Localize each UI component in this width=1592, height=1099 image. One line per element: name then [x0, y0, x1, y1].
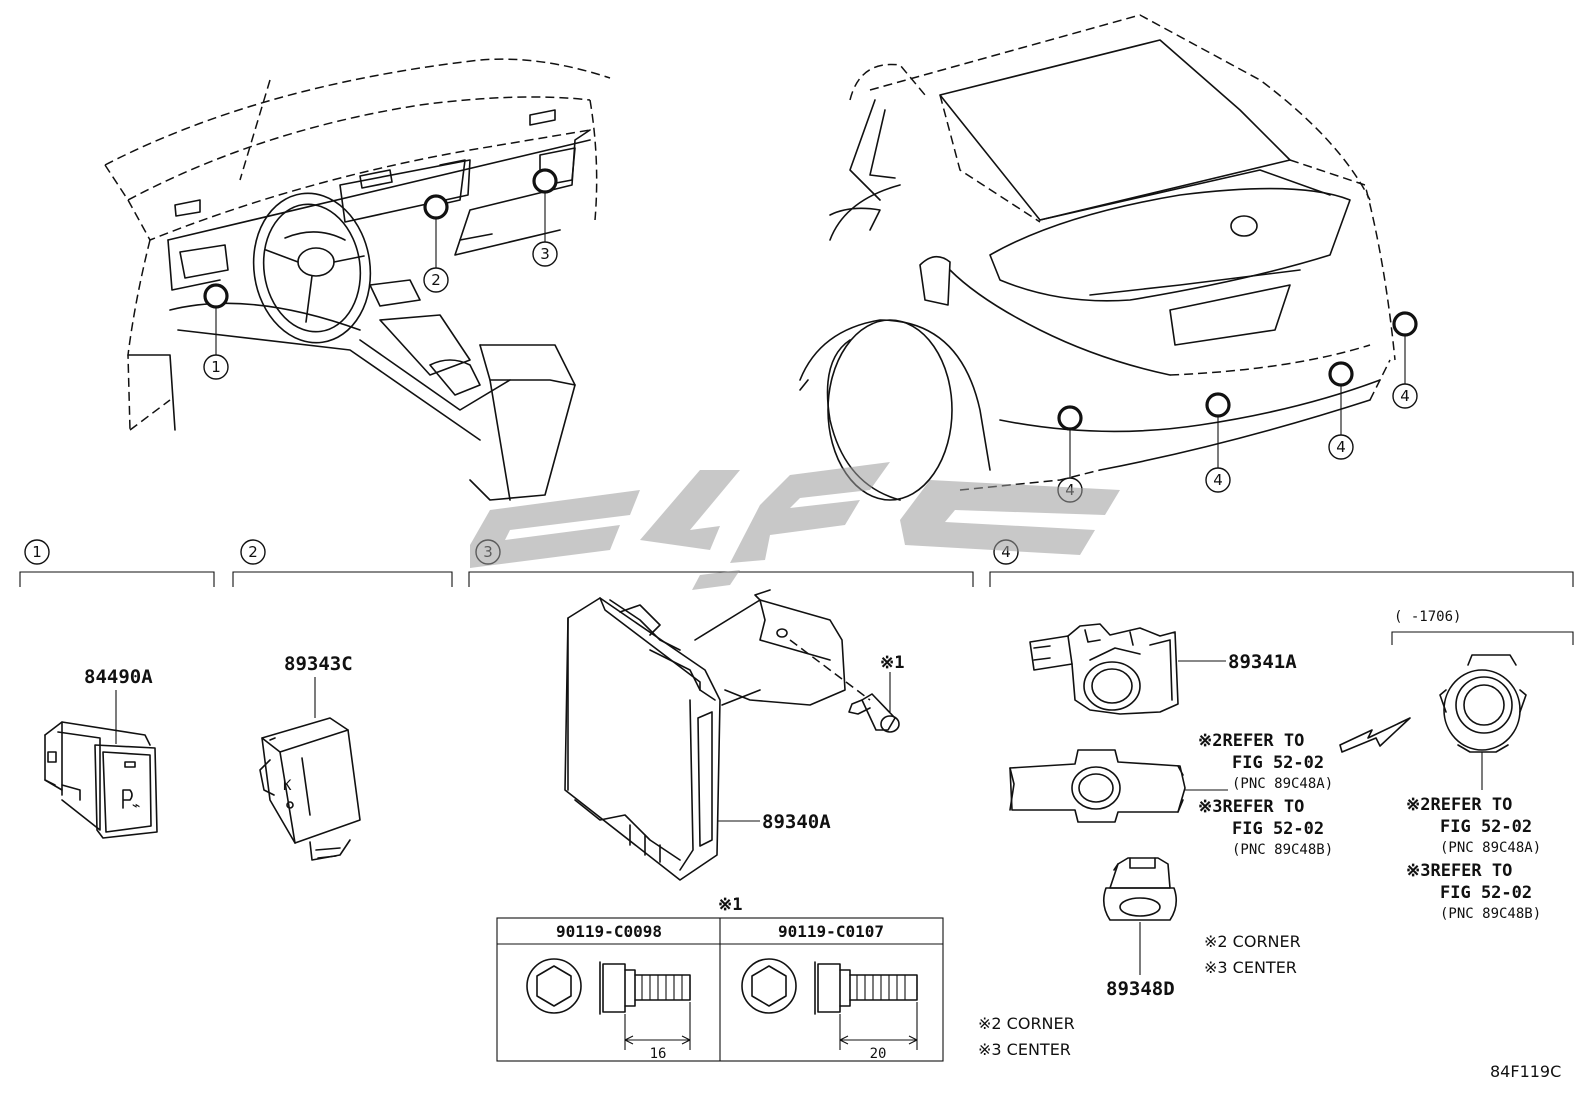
bolt-table: ※1 90119-C0098 90119-C0107 16	[496, 895, 944, 1062]
bolt-1-length: 16	[650, 1046, 667, 1062]
refer-note-center-3: (PNC 89C48B)	[1232, 842, 1333, 858]
buzzer-location-marker	[423, 194, 449, 220]
ecu-location-marker	[532, 168, 558, 194]
variant-refer-corner-3: (PNC 89C48A)	[1440, 840, 1541, 856]
callout-4-sensor-c: 4	[1336, 438, 1346, 456]
refer-note-corner-3: (PNC 89C48A)	[1232, 776, 1333, 792]
svg-text:⌁: ⌁	[132, 798, 140, 814]
refer-note-center-1: ※3REFER TO	[1198, 797, 1304, 817]
part-number-84490A: 84490A	[84, 666, 153, 688]
sensor-note-center-2: ※3 CENTER	[978, 1040, 1071, 1059]
refer-arrow-icon	[1339, 717, 1411, 753]
bolt-part-number-1: 90119-C0098	[556, 922, 662, 941]
sensor-location-marker	[1392, 311, 1418, 337]
section-2-buzzer: 89343C K	[259, 653, 361, 861]
dashboard-markers: 1 2 3	[203, 168, 558, 380]
part-number-89348D: 89348D	[1106, 978, 1175, 1000]
bolt-table-note: ※1	[718, 895, 742, 915]
switch-location-marker	[203, 283, 229, 309]
sensor-location-marker	[1057, 405, 1083, 431]
connector-89348D-drawing: 89348D	[1102, 857, 1178, 1000]
svg-text:K: K	[283, 778, 292, 794]
bolt-1-drawing: 16	[526, 958, 691, 1062]
variant-range-label: ( -1706)	[1394, 609, 1461, 625]
bolt-note-marker: ※1	[880, 653, 904, 673]
callout-3-dashboard: 3	[540, 245, 550, 263]
refer-note-center-2: FIG 52-02	[1232, 819, 1324, 839]
variant-refer-center-2: FIG 52-02	[1440, 883, 1532, 903]
sensor-note-corner-1: ※2 CORNER	[1204, 932, 1301, 951]
section-2-callout: 2	[248, 543, 258, 561]
callout-1-dashboard: 1	[211, 358, 221, 376]
section-3-ecu: ※1 89340A	[564, 589, 904, 881]
refer-notes-middle: ※2REFER TO FIG 52-02 (PNC 89C48A) ※3REFE…	[1198, 731, 1333, 858]
section-1-switch: 84490A ⌁	[44, 666, 158, 839]
sensor-retainer-drawing	[1009, 749, 1228, 823]
part-number-89341A: 89341A	[1228, 651, 1297, 673]
callout-2-dashboard: 2	[431, 271, 441, 289]
variant-group: ( -1706) ※2REFER TO FIG 52-02 (PNC 89C48…	[1339, 609, 1574, 922]
callout-4-sensor-d: 4	[1400, 387, 1410, 405]
car-rear-illustration	[799, 14, 1396, 501]
bolt-part-number-2: 90119-C0107	[778, 922, 884, 941]
dashboard-illustration	[104, 58, 611, 501]
callout-4-sensor-b: 4	[1213, 471, 1223, 489]
sensor-89341A-drawing: 89341A	[1029, 623, 1297, 715]
section-4-sensors: 89341A 89348D ※2REFER TO FIG 52-02 (PNC …	[978, 609, 1574, 1059]
bolt-2-length: 20	[870, 1046, 887, 1062]
refer-note-corner-1: ※2REFER TO	[1198, 731, 1304, 751]
section-1-callout: 1	[32, 543, 42, 561]
part-number-89343C: 89343C	[284, 653, 353, 675]
refer-note-corner-2: FIG 52-02	[1232, 753, 1324, 773]
variant-refer-center-1: ※3REFER TO	[1406, 861, 1512, 881]
bolt-2-drawing: 20	[741, 958, 918, 1062]
section-4-callout: 4	[1001, 543, 1011, 561]
variant-refer-corner-2: FIG 52-02	[1440, 817, 1532, 837]
sensor-location-marker	[1205, 392, 1231, 418]
variant-refer-center-3: (PNC 89C48B)	[1440, 906, 1541, 922]
figure-code: 84F119C	[1490, 1062, 1561, 1081]
sensor-note-center-1: ※3 CENTER	[1204, 958, 1297, 977]
section-headers: 1 2 3 4	[19, 539, 1574, 587]
part-number-89340A: 89340A	[762, 811, 831, 833]
sensor-note-corner-2: ※2 CORNER	[978, 1014, 1075, 1033]
variant-refer-corner-1: ※2REFER TO	[1406, 795, 1512, 815]
ring-sensor-drawing	[1439, 654, 1527, 790]
car-rear-markers: 4 4 4 4	[1057, 311, 1418, 503]
watermark-logo	[470, 462, 1120, 590]
sensor-location-marker	[1328, 361, 1354, 387]
